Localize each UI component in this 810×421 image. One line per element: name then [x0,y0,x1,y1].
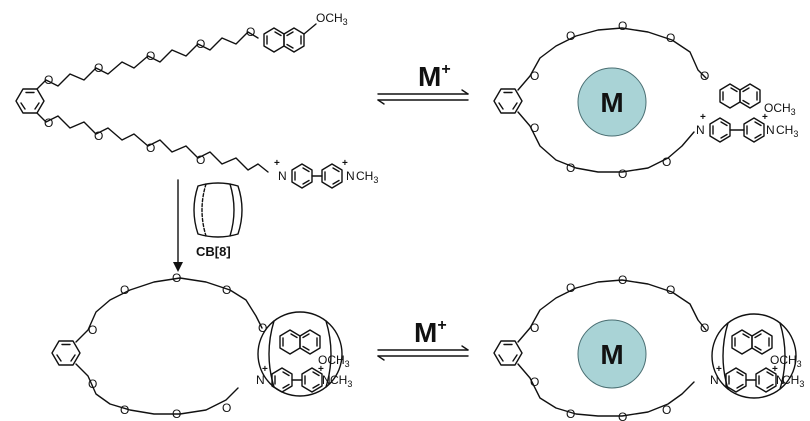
macrocycle-ring [75,277,263,415]
atom-o: O [146,141,155,155]
atom-o: O [618,19,627,33]
upper-glycol-chain [36,31,259,90]
atom-o: O [566,29,575,43]
atom-o: O [530,321,539,335]
catechol-ring [493,340,523,366]
atom-n: N [346,169,355,183]
host-label: CB[8] [196,244,231,259]
atom-o: O [172,271,181,285]
methyl-group: CH3 [356,169,378,185]
positive-charge: + [762,112,768,123]
pyridinium-ring [271,367,293,393]
catechol-ring [51,340,81,366]
positive-charge: + [700,112,706,123]
methyl-group: CH3 [782,373,804,389]
metal-center-label: M [600,339,623,370]
methyl-group: CH3 [330,373,352,389]
methoxy-group: OCH3 [770,353,802,369]
atom-o: O [196,153,205,167]
positive-charge: + [342,158,348,169]
methyl-group: CH3 [776,123,798,139]
positive-charge: + [318,364,324,375]
atom-o: O [120,283,129,297]
atom-o: O [566,407,575,421]
atom-o: O [618,410,627,421]
positive-charge: + [262,364,268,375]
atom-o: O [88,377,97,391]
atom-o: O [172,407,181,421]
pyridinium-ring [291,163,313,189]
catechol-ring [15,88,45,114]
atom-o: O [94,61,103,75]
atom-o: O [666,31,675,45]
atom-n: N [278,169,287,183]
atom-o: O [222,283,231,297]
arrow-head [173,262,183,272]
atom-o: O [94,129,103,143]
positive-charge: + [716,364,722,375]
metal-ion-circle [577,319,647,389]
lower-glycol-chain [36,112,269,173]
atom-o: O [246,25,255,39]
atom-o: O [618,167,627,181]
pyridinium-ring [321,163,343,189]
atom-o: O [566,161,575,175]
atom-o: O [618,273,627,287]
atom-o: O [530,69,539,83]
atom-o: O [258,321,267,335]
cb8-addition-arrow: CB[8] [173,179,243,272]
pyridinium-ring [743,117,765,143]
methoxy-group: OCH3 [316,11,348,27]
atom-n: N [710,373,719,387]
metal-ion-circle [577,67,647,137]
metal-cb8-complex: O O O O O O O O O M OCH3 N + N + CH3 [493,273,804,421]
atom-o: O [222,401,231,415]
atom-o: O [88,323,97,337]
atom-o: O [196,37,205,51]
atom-o: O [44,73,53,87]
atom-o: O [44,116,53,130]
metal-ion-label: M+ [418,61,451,92]
positive-charge: + [274,158,280,169]
atom-n: N [322,373,331,387]
catechol-ring [493,88,523,114]
atom-n: N [256,373,265,387]
macrocycle-ring [517,27,707,173]
atom-o: O [120,403,129,417]
atom-o: O [146,49,155,63]
naphthalene-unit [279,329,321,355]
equilibrium-arrow-bottom: M+ [377,317,469,361]
methoxy-group: OCH3 [318,353,350,369]
positive-charge: + [772,364,778,375]
methoxy-group: OCH3 [764,101,796,117]
atom-n: N [766,123,775,137]
metal-ion-label: M+ [414,317,447,348]
pyridinium-ring [725,367,747,393]
cb8-pseudorotaxane: O O O O O O O O O OCH3 N + N + CH3 [51,271,352,421]
naphthalene-unit [263,27,305,53]
atom-o: O [662,155,671,169]
naphthalene-unit [731,329,773,355]
atom-n: N [776,373,785,387]
macrocycle-ring [517,279,707,417]
metal-bound-macrocycle: O O O O O O O O O M OCH3 N + N + CH3 [493,19,798,181]
equilibrium-arrow-top: M+ [377,61,469,105]
atom-o: O [700,69,709,83]
atom-o: O [662,403,671,417]
atom-o: O [530,375,539,389]
atom-o: O [666,283,675,297]
pyridinium-ring [709,117,731,143]
free-thread: O O O O O O O O O OCH3 N + N + CH3 [15,11,378,189]
atom-o: O [700,321,709,335]
atom-o: O [530,121,539,135]
atom-n: N [696,123,705,137]
naphthalene-unit [719,83,761,109]
cb8-host-icon [193,182,243,238]
atom-o: O [566,281,575,295]
metal-center-label: M [600,87,623,118]
